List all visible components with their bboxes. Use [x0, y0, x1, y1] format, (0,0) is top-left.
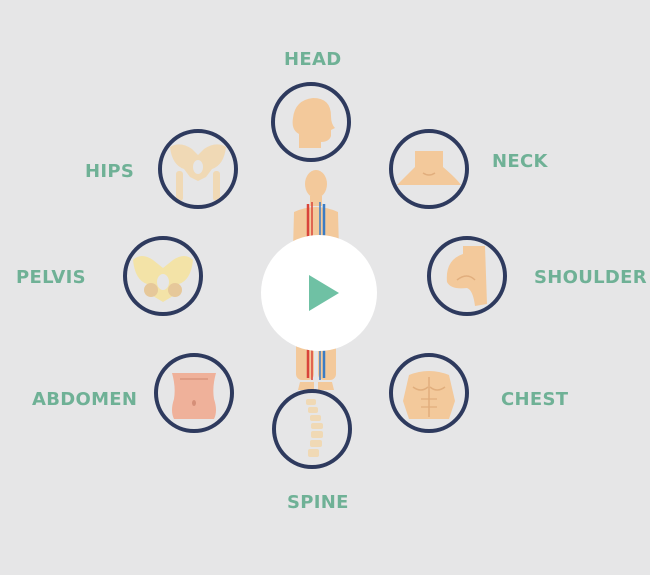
- play-button[interactable]: [261, 235, 377, 351]
- spine-icon: [306, 399, 323, 457]
- abdomen-label: ABDOMEN: [32, 389, 138, 410]
- play-icon: [309, 275, 339, 311]
- chest-label: CHEST: [501, 389, 569, 410]
- abdomen-icon: [172, 373, 216, 419]
- pelvis-node[interactable]: [123, 236, 203, 316]
- shoulder-icon: [446, 246, 487, 306]
- shoulder-label: SHOULDER: [534, 267, 647, 288]
- hips-node[interactable]: [158, 129, 238, 209]
- head-silhouette-icon: [292, 98, 335, 148]
- abdomen-node[interactable]: [154, 353, 234, 433]
- hips-label: HIPS: [85, 161, 135, 182]
- chest-torso-icon: [403, 371, 455, 419]
- pelvis-bone-icon: [133, 256, 193, 302]
- head-node[interactable]: [271, 82, 351, 162]
- neck-label: NECK: [492, 151, 548, 172]
- neck-node[interactable]: [389, 129, 469, 209]
- spine-node[interactable]: [272, 389, 352, 469]
- chest-node[interactable]: [389, 353, 469, 433]
- spine-label: SPINE: [287, 492, 349, 513]
- neck-icon: [397, 151, 461, 185]
- hip-bones-icon: [170, 144, 226, 201]
- head-label: HEAD: [284, 49, 342, 70]
- pelvis-label: PELVIS: [16, 267, 86, 288]
- shoulder-node[interactable]: [427, 236, 507, 316]
